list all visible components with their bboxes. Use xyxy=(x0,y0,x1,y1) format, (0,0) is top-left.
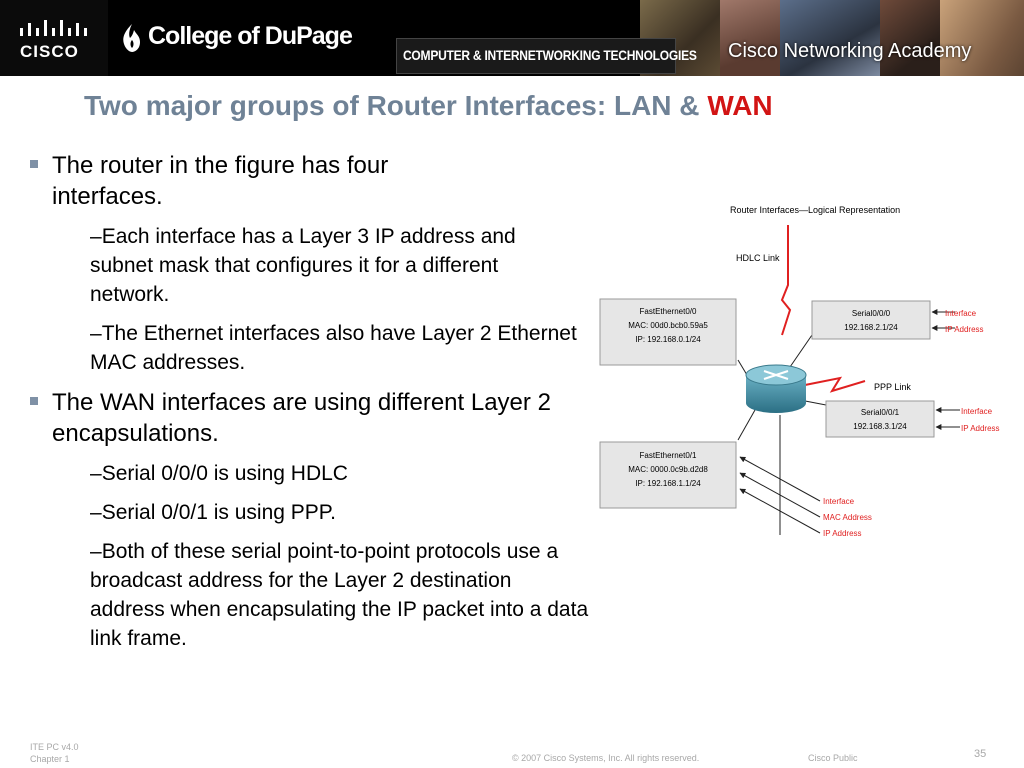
sub-bullet-item: –Serial 0/0/0 is using HDLC xyxy=(90,459,588,488)
sub-bullet-text: The Ethernet interfaces also have Layer … xyxy=(90,322,577,374)
academy-name: Cisco Networking Academy xyxy=(728,40,972,62)
course-name: ITE PC v4.0 xyxy=(30,742,79,752)
router-icon xyxy=(745,364,807,413)
college-logo-block xyxy=(108,0,320,76)
s000-interface-label: Interface xyxy=(945,309,977,318)
s000-ip-label: IP Address xyxy=(945,325,984,334)
sub-bullet-text: Serial 0/0/1 is using PPP. xyxy=(101,501,336,524)
s000-name: Serial0/0/0 xyxy=(852,309,891,318)
s001-ip: 192.168.3.1/24 xyxy=(853,422,907,431)
fa00-ip: IP: 192.168.0.1/24 xyxy=(635,335,701,344)
cisco-wordmark: CISCO xyxy=(20,42,79,61)
fa00-name: FastEthernet0/0 xyxy=(640,307,697,316)
s001-ip-label: IP Address xyxy=(961,424,1000,433)
footer-copyright: © 2007 Cisco Systems, Inc. All rights re… xyxy=(512,753,700,763)
bullet-text: The router in the figure has four interf… xyxy=(52,152,389,210)
sub-bullet-text: Each interface has a Layer 3 IP address … xyxy=(90,225,516,306)
fa01-mac: MAC: 0000.0c9b.d2d8 xyxy=(628,465,708,474)
sub-bullet-item: –Both of these serial point-to-point pro… xyxy=(90,537,590,653)
hdlc-label: HDLC Link xyxy=(736,253,780,263)
fa01-ip-label: IP Address xyxy=(823,529,862,538)
sub-bullet-text: Serial 0/0/0 is using HDLC xyxy=(101,462,348,485)
page-number: 35 xyxy=(974,748,987,760)
banner-photo xyxy=(780,0,880,76)
dash-marker: – xyxy=(90,462,102,485)
arrow xyxy=(739,472,821,518)
bullet-square-icon xyxy=(30,160,38,168)
flame-icon xyxy=(123,24,140,52)
banner-photo xyxy=(940,0,1024,76)
s000-box: Serial0/0/0 192.168.2.1/24 xyxy=(811,300,931,340)
program-name: COMPUTER & INTERNETWORKING TECHNOLOGIES xyxy=(403,47,697,63)
bullet-item: The WAN interfaces are using different L… xyxy=(28,387,582,449)
arrow xyxy=(739,456,821,502)
sub-bullet-item: –Each interface has a Layer 3 IP address… xyxy=(90,222,570,309)
slide-title: Two major groups of Router Interfaces: L… xyxy=(84,90,773,122)
ppp-label: PPP Link xyxy=(874,382,911,392)
dash-marker: – xyxy=(90,540,102,563)
fa00-mac: MAC: 00d0.bcb0.59a5 xyxy=(628,321,708,330)
dash-marker: – xyxy=(90,501,102,524)
s001-interface-label: Interface xyxy=(961,407,993,416)
program-banner: COMPUTER & INTERNETWORKING TECHNOLOGIES xyxy=(396,38,697,74)
bullet-square-icon xyxy=(30,397,38,405)
fa01-box: FastEthernet0/1 MAC: 0000.0c9b.d2d8 IP: … xyxy=(599,441,737,509)
sub-bullet-item: –Serial 0/0/1 is using PPP. xyxy=(90,498,588,527)
chapter-name: Chapter 1 xyxy=(30,754,70,764)
hdlc-link-line xyxy=(780,225,792,336)
bullet-item: The router in the figure has four interf… xyxy=(28,150,502,212)
footer-course: ITE PC v4.0 Chapter 1 xyxy=(30,741,79,765)
fa01-mac-label: MAC Address xyxy=(823,513,872,522)
router-interfaces-diagram: Router Interfaces—Logical Representation… xyxy=(599,205,1000,538)
s001-name: Serial0/0/1 xyxy=(861,408,900,417)
fa00-box: FastEthernet0/0 MAC: 00d0.bcb0.59a5 IP: … xyxy=(599,298,737,366)
title-main: Two major groups of Router Interfaces: L… xyxy=(84,90,700,121)
sub-bullet-item: –The Ethernet interfaces also have Layer… xyxy=(90,319,590,377)
header-banner: CISCO College of DuPage COMPUTER & INTER… xyxy=(0,0,1024,76)
fa01-name: FastEthernet0/1 xyxy=(640,451,697,460)
fa01-ip: IP: 192.168.1.1/24 xyxy=(635,479,701,488)
banner-photo xyxy=(720,0,780,76)
banner-photos xyxy=(320,0,1024,76)
connector-line xyxy=(737,409,756,441)
banner-photo xyxy=(880,0,940,76)
connector-line xyxy=(789,334,813,368)
bullet-text: The WAN interfaces are using different L… xyxy=(52,389,551,447)
footer-classification: Cisco Public xyxy=(808,753,858,763)
cisco-bars-icon xyxy=(20,20,87,36)
sub-bullet-text: Both of these serial point-to-point prot… xyxy=(90,540,589,650)
title-highlight: WAN xyxy=(707,90,773,121)
s001-box: Serial0/0/1 192.168.3.1/24 xyxy=(825,400,935,438)
arrow xyxy=(739,488,821,534)
ppp-link-line xyxy=(804,376,866,393)
dash-marker: – xyxy=(90,322,102,345)
diagram-caption: Router Interfaces—Logical Representation xyxy=(730,205,900,215)
fa01-interface-label: Interface xyxy=(823,497,855,506)
s000-ip: 192.168.2.1/24 xyxy=(844,323,898,332)
college-name: College of DuPage xyxy=(148,22,353,50)
slide-content: The router in the figure has four interf… xyxy=(28,150,588,663)
dash-marker: – xyxy=(90,225,102,248)
cisco-logo: CISCO xyxy=(0,0,108,76)
